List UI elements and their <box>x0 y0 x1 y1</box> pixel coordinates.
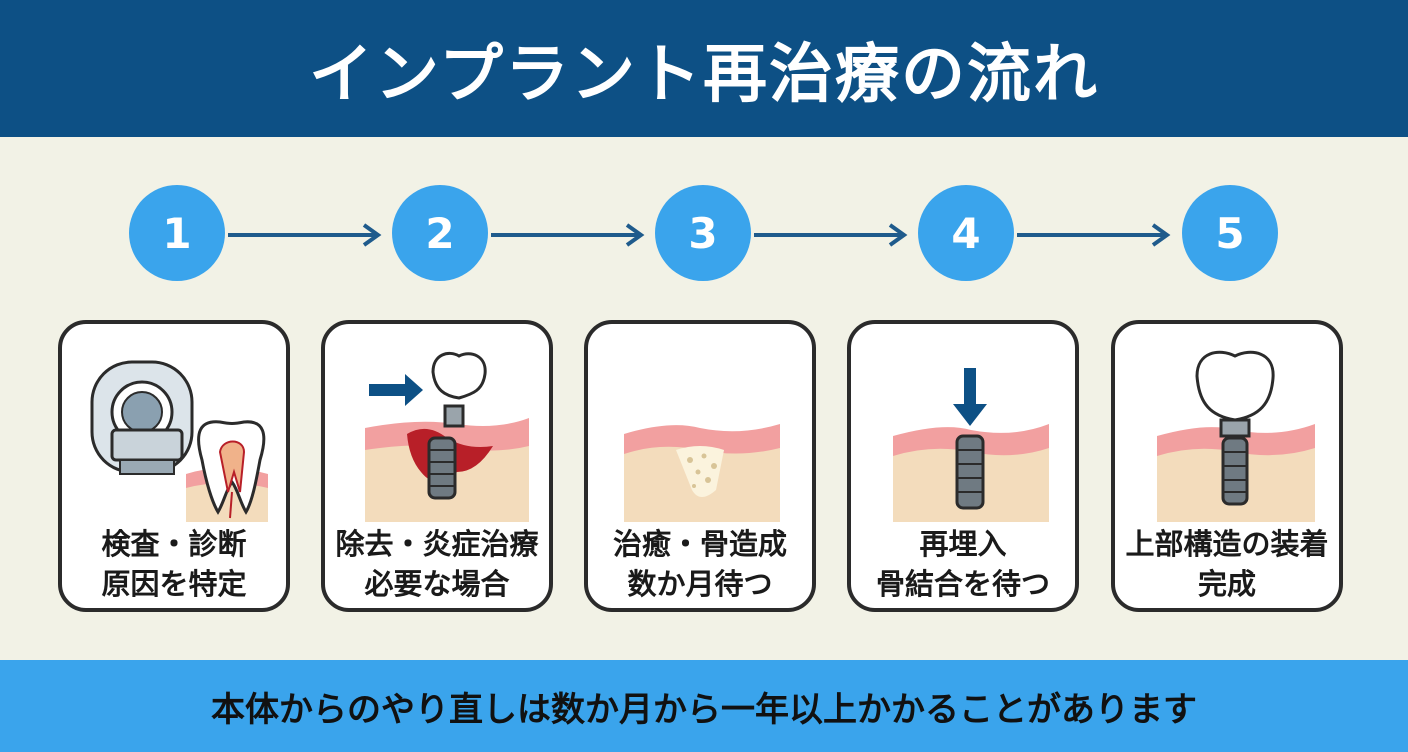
step-4-subtitle: 骨結合を待つ <box>875 567 1050 601</box>
step-5-card: 上部構造の装着 完成 <box>1111 320 1343 612</box>
step-4-card: 再埋入 骨結合を待つ <box>847 320 1079 612</box>
arrow-right-icon <box>491 223 645 247</box>
page-title: インプラント再治療の流れ <box>308 37 1100 112</box>
footer-note: 本体からのやり直しは数か月から一年以上かかることがあります <box>211 689 1197 730</box>
footer-banner: 本体からのやり直しは数か月から一年以上かかることがあります <box>0 660 1408 752</box>
step-5-subtitle: 完成 <box>1197 567 1256 601</box>
step-2-title: 除去・炎症治療 <box>335 527 539 561</box>
step-2-number: 2 <box>392 185 488 281</box>
crown-icon <box>1157 350 1315 522</box>
implant-insertion-icon <box>893 368 1049 522</box>
arrow-right-icon <box>754 223 908 247</box>
step-3-title: 治癒・骨造成 <box>612 527 787 561</box>
step-3-number: 3 <box>655 185 751 281</box>
step-2-caption: 除去・炎症治療 必要な場合 <box>325 524 549 604</box>
bone-graft-icon <box>624 424 780 522</box>
step-3-caption: 治癒・骨造成 数か月待つ <box>588 524 812 604</box>
step-4-number: 4 <box>918 185 1014 281</box>
step-number-row: 1 2 3 4 5 <box>0 185 1408 285</box>
step-1-number: 1 <box>129 185 225 281</box>
implant-removal-icon <box>365 351 529 522</box>
title-banner: インプラント再治療の流れ <box>0 0 1408 137</box>
arrow-down-icon <box>953 368 987 426</box>
step-4-title: 再埋入 <box>919 527 1007 561</box>
step-1-caption: 検査・診断 原因を特定 <box>62 524 286 604</box>
step-5-number: 5 <box>1182 185 1278 281</box>
step-5-title: 上部構造の装着 <box>1125 527 1329 561</box>
arrow-right-icon <box>1017 223 1171 247</box>
ct-scanner-icon <box>90 360 268 522</box>
arrow-right-icon <box>228 223 382 247</box>
step-1-card: 検査・診断 原因を特定 <box>58 320 290 612</box>
step-2-subtitle: 必要な場合 <box>364 567 510 601</box>
step-1-title: 検査・診断 <box>101 527 247 561</box>
step-4-caption: 再埋入 骨結合を待つ <box>851 524 1075 604</box>
step-5-caption: 上部構造の装着 完成 <box>1115 524 1339 604</box>
step-1-subtitle: 原因を特定 <box>101 567 247 601</box>
step-3-subtitle: 数か月待つ <box>627 567 773 601</box>
step-3-card: 治癒・骨造成 数か月待つ <box>584 320 816 612</box>
step-2-card: 除去・炎症治療 必要な場合 <box>321 320 553 612</box>
